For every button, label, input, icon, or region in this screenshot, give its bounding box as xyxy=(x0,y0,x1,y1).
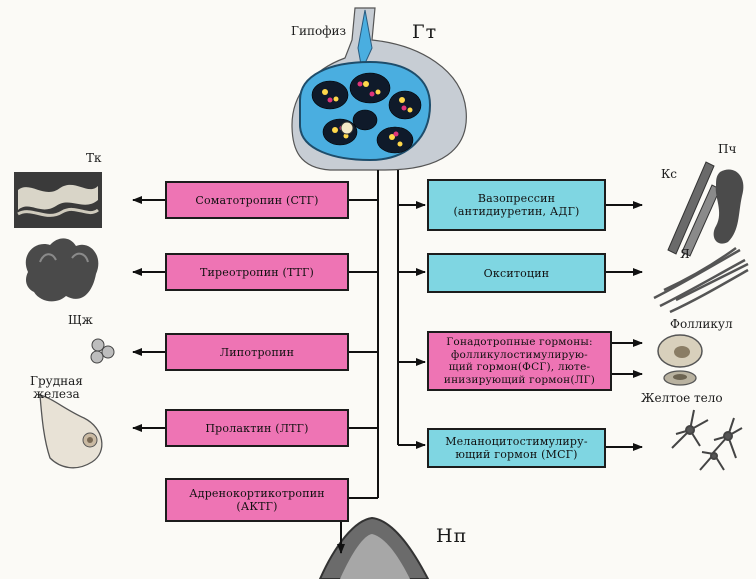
hormone-box-adg: Вазопрессин (антидиуретин, АДГ) xyxy=(427,179,606,231)
hormone-box-ttg: Тиреотропин (ТТГ) xyxy=(165,253,349,291)
label-pituitary: Гипофиз xyxy=(291,24,347,38)
smooth-muscle-illustration xyxy=(653,246,749,314)
pituitary-gland-illustration xyxy=(291,7,467,171)
hormone-box-ltg: Пролактин (ЛТГ) xyxy=(165,409,349,447)
label-ks: Кс xyxy=(661,167,678,181)
hormone-box-oxytocin: Окситоцин xyxy=(427,253,606,293)
label-shzh: Щж xyxy=(68,313,93,327)
bone-tissue-illustration xyxy=(14,172,102,228)
label-pch: Пч xyxy=(718,142,737,156)
label-np: Нп xyxy=(436,525,468,547)
label-breast: Грудная железа xyxy=(30,374,83,401)
hormone-box-aktg: Адренокортикотропин (АКТГ) xyxy=(165,478,349,522)
follicle-illustration xyxy=(657,334,703,368)
bone-kidney-illustration xyxy=(667,161,744,257)
connector-lines xyxy=(132,170,643,554)
melanocytes-illustration xyxy=(671,409,743,471)
label-gt: Гт xyxy=(412,21,438,43)
hormone-box-msg: Меланоцитостимулиру- ющий гормон (МСГ) xyxy=(427,428,606,468)
label-follicle: Фолликул xyxy=(670,317,733,331)
hormone-box-stg: Соматотропин (СТГ) xyxy=(165,181,349,219)
hormone-box-lipotropin: Липотропин xyxy=(165,333,349,371)
mammary-gland-illustration xyxy=(39,394,103,469)
label-tk: Тк xyxy=(86,151,102,165)
thyroid-illustration xyxy=(25,238,99,302)
label-corpus-luteum: Желтое тело xyxy=(641,391,723,405)
adipose-cells-illustration xyxy=(90,338,115,364)
hormone-box-gonadotropins: Гонадотропные гормоны: фолликулостимулир… xyxy=(427,331,612,391)
label-ya: Я xyxy=(680,247,690,261)
corpus-luteum-illustration xyxy=(663,370,697,386)
